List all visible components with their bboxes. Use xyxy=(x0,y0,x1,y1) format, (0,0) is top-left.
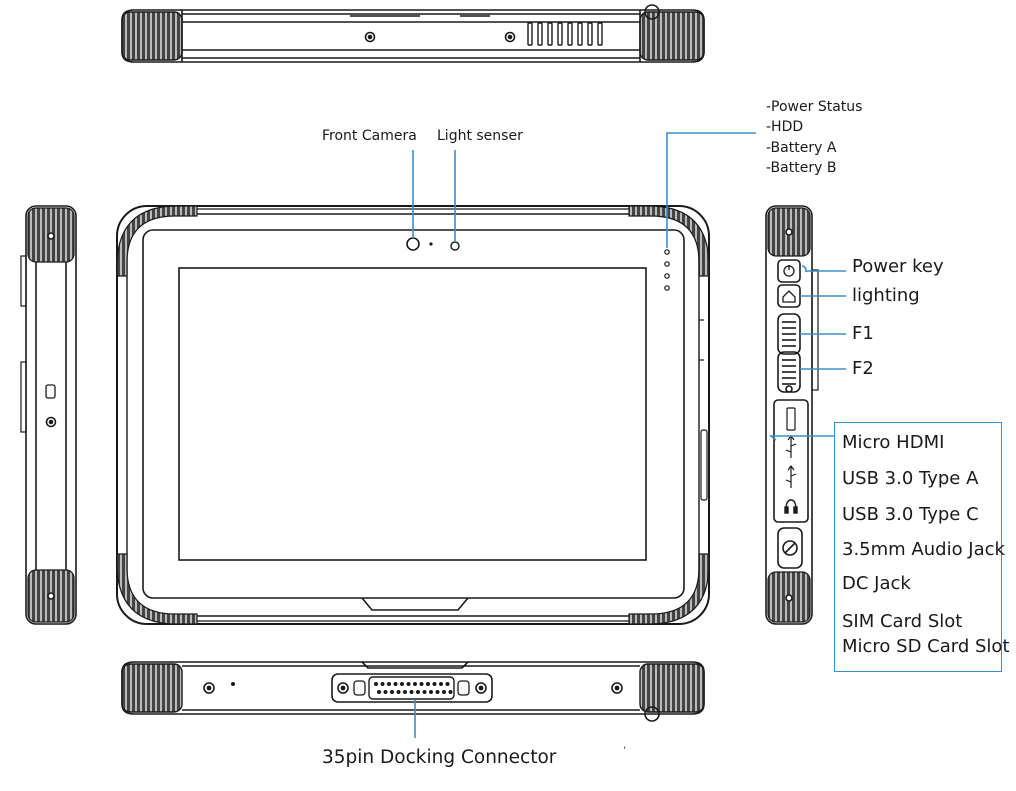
docking-pin xyxy=(432,682,437,686)
docking-pin xyxy=(383,690,388,694)
docking-pin xyxy=(448,690,453,694)
docking-pin xyxy=(396,690,401,694)
power-icon xyxy=(783,265,795,277)
display-area xyxy=(178,267,647,561)
label-power-status: -Power Status xyxy=(766,99,863,115)
docking-pin xyxy=(374,682,378,686)
label-sim-slot: SIM Card Slot xyxy=(842,611,963,632)
label-micro-hdmi: Micro HDMI xyxy=(842,432,945,453)
label-micro-sd-slot: Micro SD Card Slot xyxy=(842,636,1010,657)
f1-key xyxy=(777,313,801,355)
label-front-camera: Front Camera xyxy=(322,128,417,144)
usb-icon xyxy=(785,435,797,458)
top-screw-left xyxy=(364,31,376,43)
label-usb-type-c: USB 3.0 Type C xyxy=(842,504,979,525)
docking-pin xyxy=(426,682,430,686)
docking-pin xyxy=(416,690,420,694)
label-power-key: Power key xyxy=(852,256,944,277)
docking-pin xyxy=(403,690,407,694)
bottom-screw-left xyxy=(203,682,215,694)
home-icon xyxy=(782,290,796,303)
svg-text:,: , xyxy=(623,740,626,751)
usb-icon xyxy=(785,465,797,488)
power-key xyxy=(777,259,801,283)
lighting-key xyxy=(777,284,801,308)
docking-pin xyxy=(422,690,427,694)
callout-lines xyxy=(412,132,846,738)
headphone-icon xyxy=(784,499,798,514)
ports-legend-box xyxy=(834,422,1002,672)
docking-pin xyxy=(429,690,433,694)
front-view xyxy=(116,205,710,625)
right-side-view xyxy=(765,205,819,625)
docking-pin xyxy=(400,682,404,686)
speaker-grille xyxy=(527,22,603,46)
label-f1: F1 xyxy=(852,323,874,344)
docking-pin xyxy=(439,682,443,686)
docking-pin xyxy=(413,682,417,686)
indicator-leds xyxy=(664,249,670,291)
label-battery-b: -Battery B xyxy=(766,160,837,176)
docking-pin xyxy=(419,682,424,686)
docking-pin xyxy=(435,690,440,694)
label-audio-jack: 3.5mm Audio Jack xyxy=(842,539,1005,560)
docking-pin xyxy=(442,690,446,694)
docking-pin xyxy=(406,682,411,686)
label-battery-a: -Battery A xyxy=(766,140,837,156)
label-hdd: -HDD xyxy=(766,119,804,135)
bottom-screw-right xyxy=(611,682,623,694)
docking-pins xyxy=(374,682,453,694)
camera-icon xyxy=(406,237,420,251)
port-cover xyxy=(773,399,809,523)
docking-pin xyxy=(387,682,391,686)
docking-pin xyxy=(380,682,385,686)
docking-pin xyxy=(393,682,398,686)
docking-connector-assembly xyxy=(331,673,493,703)
docking-pin xyxy=(445,682,450,686)
docking-pin xyxy=(409,690,414,694)
top-screw-right xyxy=(504,31,516,43)
bottom-view xyxy=(121,661,705,722)
label-dc-jack: DC Jack xyxy=(842,573,911,594)
label-light-sensor: Light senser xyxy=(437,128,523,144)
sim-slot-cover xyxy=(777,527,803,569)
label-lighting: lighting xyxy=(852,285,920,306)
docking-pin xyxy=(390,690,394,694)
label-usb-type-a: USB 3.0 Type A xyxy=(842,468,979,489)
left-side-view xyxy=(20,205,77,625)
label-docking-connector: 35pin Docking Connector xyxy=(322,747,557,768)
label-f2: F2 xyxy=(852,358,874,379)
docking-pin xyxy=(377,690,381,694)
top-view xyxy=(121,4,705,63)
light-sensor-icon xyxy=(450,241,460,251)
